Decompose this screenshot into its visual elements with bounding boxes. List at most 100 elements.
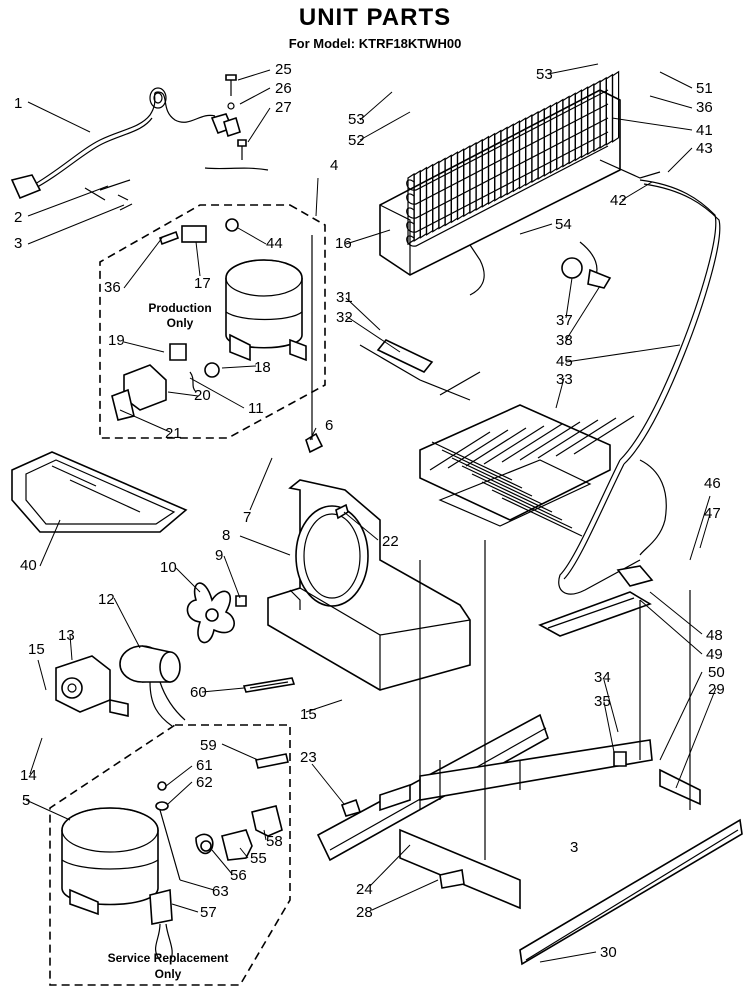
fan-shroud-bracket xyxy=(267,479,471,691)
leader-line xyxy=(547,63,599,75)
callout-17: 17 xyxy=(194,275,211,292)
callout-45: 45 xyxy=(556,353,573,370)
callout-49: 49 xyxy=(706,646,723,663)
callout-4: 4 xyxy=(330,157,338,174)
callout-46: 46 xyxy=(704,475,721,492)
callout-15: 15 xyxy=(28,641,45,658)
callout-53: 53 xyxy=(536,66,553,83)
callout-54: 54 xyxy=(555,216,572,233)
callout-62: 62 xyxy=(196,774,213,791)
callout-6: 6 xyxy=(325,417,333,434)
callout-31: 31 xyxy=(336,289,353,306)
callout-19: 19 xyxy=(108,332,125,349)
callout-16: 16 xyxy=(335,235,352,252)
leader-line xyxy=(305,699,343,713)
leader-line xyxy=(37,659,47,691)
callout-7: 7 xyxy=(243,509,251,526)
callout-52: 52 xyxy=(348,132,365,149)
callout-28: 28 xyxy=(356,904,373,921)
callout-numbers: 1233456789101112131415151617181920212223… xyxy=(14,61,725,961)
callout-26: 26 xyxy=(275,80,292,97)
leader-line xyxy=(699,513,711,549)
callout-40: 40 xyxy=(20,557,37,574)
leader-line xyxy=(611,117,693,131)
leader-line xyxy=(621,181,653,201)
callout-2: 2 xyxy=(14,209,22,226)
leader-line xyxy=(223,555,241,599)
callout-51: 51 xyxy=(696,80,713,97)
leader-line xyxy=(237,227,267,245)
leader-line xyxy=(659,671,703,761)
leader-line xyxy=(555,377,565,409)
leader-line xyxy=(171,903,199,913)
callout-1: 1 xyxy=(14,95,22,112)
callout-59: 59 xyxy=(200,737,217,754)
callout-63: 63 xyxy=(212,883,229,900)
leader-line xyxy=(27,185,109,217)
leader-line xyxy=(359,111,411,141)
callout-55: 55 xyxy=(250,850,267,867)
callout-30: 30 xyxy=(600,944,617,961)
leader-line xyxy=(27,101,91,133)
fan-motor-part xyxy=(55,645,186,727)
leader-line xyxy=(25,799,71,821)
callout-13: 13 xyxy=(58,627,75,644)
leader-line xyxy=(659,71,693,89)
callout-15: 15 xyxy=(300,706,317,723)
callout-29: 29 xyxy=(708,681,725,698)
base-frame xyxy=(305,235,743,966)
model-subtitle: For Model: KTRF18KTWH00 xyxy=(288,36,462,51)
callout-25: 25 xyxy=(275,61,292,78)
callout-9: 9 xyxy=(215,547,223,564)
leader-line xyxy=(345,297,381,331)
leader-line xyxy=(639,599,703,655)
heater-part xyxy=(242,677,296,693)
leader-line xyxy=(309,427,317,441)
callout-21: 21 xyxy=(165,425,182,442)
service-replacement-box xyxy=(49,724,291,986)
callout-35: 35 xyxy=(594,693,611,710)
power-cord-part xyxy=(10,87,234,201)
callout-12: 12 xyxy=(98,591,115,608)
callout-5: 5 xyxy=(22,792,30,809)
callout-48: 48 xyxy=(706,627,723,644)
leader-line xyxy=(649,591,703,635)
leader-line xyxy=(239,535,291,556)
callout-32: 32 xyxy=(336,309,353,326)
leader-line xyxy=(123,341,165,353)
callout-18: 18 xyxy=(254,359,271,376)
leader-lines xyxy=(25,63,717,963)
callout-41: 41 xyxy=(696,122,713,139)
leader-line xyxy=(69,634,73,661)
leader-line xyxy=(239,847,249,859)
leader-line xyxy=(263,829,267,841)
callout-20: 20 xyxy=(194,387,211,404)
callout-14: 14 xyxy=(20,767,37,784)
callout-8: 8 xyxy=(222,527,230,544)
leader-line xyxy=(221,743,259,761)
page-title: UNIT PARTS xyxy=(298,4,452,31)
leader-line xyxy=(165,765,193,787)
leader-line xyxy=(565,285,601,341)
callout-24: 24 xyxy=(356,881,373,898)
leader-line xyxy=(519,223,553,235)
leader-line xyxy=(675,687,717,789)
leader-line xyxy=(211,849,233,875)
leader-line xyxy=(247,107,271,143)
leader-line xyxy=(565,344,681,363)
callout-22: 22 xyxy=(382,533,399,550)
production-compressor xyxy=(111,259,307,421)
evaporator-grid xyxy=(359,339,635,537)
leader-line xyxy=(167,781,193,805)
leader-line xyxy=(667,147,693,173)
leader-line xyxy=(237,69,271,81)
leader-line xyxy=(649,95,693,109)
callout-57: 57 xyxy=(200,904,217,921)
callout-33: 33 xyxy=(556,371,573,388)
callout-60: 60 xyxy=(190,684,207,701)
leader-line xyxy=(221,365,257,369)
callout-36: 36 xyxy=(696,99,713,116)
